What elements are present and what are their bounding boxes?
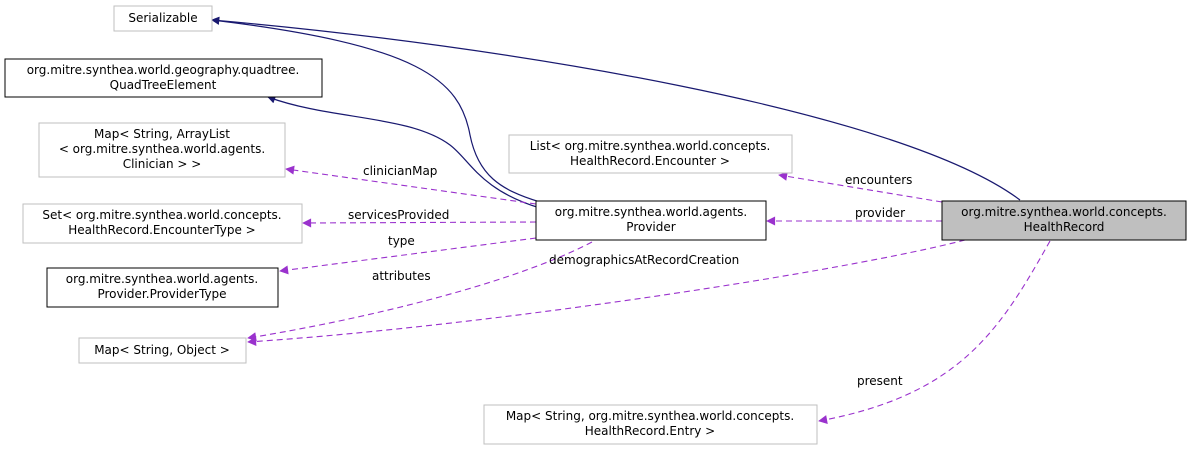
node-quadtree-element-line1: org.mitre.synthea.world.geography.quadtr…: [27, 63, 300, 77]
node-provider-line2: Provider: [626, 220, 675, 234]
label-encounters: encounters: [845, 173, 912, 187]
node-serializable[interactable]: Serializable: [113, 5, 213, 32]
node-encounter-type-set[interactable]: Set< org.mitre.synthea.world.concepts. H…: [22, 203, 303, 244]
node-serializable-label: Serializable: [128, 11, 197, 25]
label-services-provided: servicesProvided: [348, 208, 449, 222]
edge-type: [279, 237, 537, 275]
node-encounter-list-line1: List< org.mitre.synthea.world.concepts.: [530, 139, 771, 153]
node-clinician-map-type-line3: Clinician > >: [123, 157, 202, 171]
edge-provider-to-quadtree-element: [267, 95, 541, 209]
edge-provider-to-serializable: [211, 16, 541, 203]
node-string-object-map[interactable]: Map< String, Object >: [78, 337, 247, 364]
node-clinician-map-type-line2: < org.mitre.synthea.world.agents.: [59, 142, 265, 156]
edge-labels: clinicianMap servicesProvided type attri…: [348, 164, 912, 388]
node-provider-type[interactable]: org.mitre.synthea.world.agents. Provider…: [46, 267, 279, 308]
edge-clinician-map: [285, 165, 537, 205]
edge-demographics: [247, 239, 966, 346]
node-provider-type-line1: org.mitre.synthea.world.agents.: [66, 272, 259, 286]
node-health-record-line2: HealthRecord: [1024, 220, 1105, 234]
edge-attributes: [247, 241, 593, 342]
node-quadtree-element-line2: QuadTreeElement: [110, 78, 217, 92]
node-encounter-type-set-line2: HealthRecord.EncounterType >: [68, 223, 255, 237]
inheritance-edges: [211, 16, 1021, 209]
node-entry-map[interactable]: Map< String, org.mitre.synthea.world.con…: [483, 404, 818, 445]
edge-present: [818, 240, 1051, 424]
label-present: present: [857, 374, 903, 388]
label-attributes: attributes: [372, 269, 431, 283]
node-entry-map-line1: Map< String, org.mitre.synthea.world.con…: [506, 409, 794, 423]
edge-services-provided: [302, 218, 537, 228]
node-clinician-map-type[interactable]: Map< String, ArrayList < org.mitre.synth…: [38, 122, 286, 178]
usage-edges: [247, 165, 1051, 424]
node-encounter-list-line2: HealthRecord.Encounter >: [570, 154, 730, 168]
node-health-record[interactable]: org.mitre.synthea.world.concepts. Health…: [941, 200, 1187, 241]
node-string-object-map-label: Map< String, Object >: [94, 343, 230, 357]
node-clinician-map-type-line1: Map< String, ArrayList: [94, 127, 230, 141]
node-provider[interactable]: org.mitre.synthea.world.agents. Provider: [535, 200, 767, 241]
label-clinician-map: clinicianMap: [363, 164, 437, 178]
node-encounter-type-set-line1: Set< org.mitre.synthea.world.concepts.: [42, 208, 281, 222]
label-demographics: demographicsAtRecordCreation: [549, 253, 739, 267]
edge-encounters: [778, 171, 943, 203]
node-encounter-list[interactable]: List< org.mitre.synthea.world.concepts. …: [508, 134, 793, 174]
node-provider-line1: org.mitre.synthea.world.agents.: [555, 205, 748, 219]
label-type: type: [388, 234, 415, 248]
label-provider: provider: [855, 206, 905, 220]
node-provider-type-line2: Provider.ProviderType: [97, 287, 226, 301]
node-quadtree-element[interactable]: org.mitre.synthea.world.geography.quadtr…: [4, 58, 323, 98]
node-health-record-line1: org.mitre.synthea.world.concepts.: [961, 205, 1167, 219]
edge-healthrecord-to-serializable: [211, 16, 1021, 201]
node-entry-map-line2: HealthRecord.Entry >: [585, 424, 715, 438]
